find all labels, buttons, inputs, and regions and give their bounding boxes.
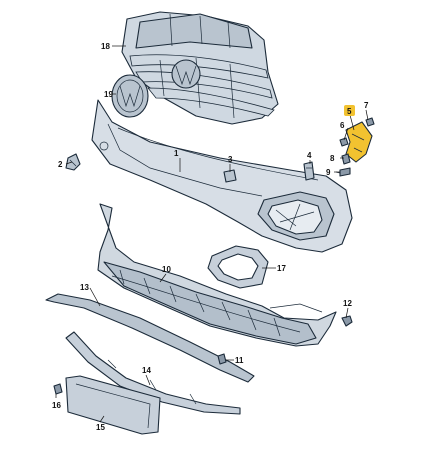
- clip-8-part: [341, 153, 351, 165]
- callout-18: 18: [101, 42, 110, 51]
- nut-6-part: [339, 137, 349, 147]
- callout-5-highlight: [344, 105, 355, 116]
- leader-6: [343, 127, 349, 141]
- fog-lamp-trim-17-part: [207, 245, 269, 289]
- screw-16-part: [53, 383, 63, 395]
- callout-5: 5: [347, 107, 352, 116]
- screw-11-part: [217, 353, 227, 365]
- vw-badge-part: [111, 74, 149, 118]
- callout-7: 7: [364, 101, 369, 110]
- clip-3-part: [223, 169, 237, 183]
- callout-16: 16: [52, 401, 61, 410]
- callout-labels: 1 2 3 4 5 6 7 8 9 10 11 12 13 14 15 16 1…: [52, 42, 369, 432]
- callout-9: 9: [326, 168, 331, 177]
- leader-14: [145, 374, 151, 386]
- bracket-5-part: [345, 121, 373, 163]
- holder-2-part: [65, 153, 81, 171]
- screw-7-part: [365, 117, 375, 127]
- callout-3: 3: [228, 155, 233, 164]
- callout-17: 17: [277, 264, 286, 273]
- callout-1: 1: [174, 149, 179, 158]
- bracket-4-part: [303, 161, 315, 181]
- plate-holder-15-part: [65, 375, 161, 435]
- callout-19: 19: [104, 90, 113, 99]
- callout-6: 6: [340, 121, 345, 130]
- leader-12: [345, 307, 349, 319]
- callout-8: 8: [330, 154, 335, 163]
- callout-4: 4: [307, 151, 312, 160]
- leader-5: [349, 114, 355, 131]
- callout-13: 13: [80, 283, 89, 292]
- screw-9-part: [335, 167, 351, 177]
- upper-grille-part: [121, 11, 279, 125]
- callout-2: 2: [58, 160, 63, 169]
- leader-7: [365, 109, 369, 121]
- callout-12: 12: [343, 299, 352, 308]
- callout-15: 15: [96, 423, 105, 432]
- lower-grille-10-part: [97, 203, 337, 347]
- screw-12-part: [341, 315, 353, 327]
- bumper-cover-part: [91, 99, 353, 253]
- leader-15: [99, 415, 105, 423]
- leader-13: [89, 287, 101, 307]
- leader-10: [159, 273, 167, 283]
- leader-lines: [55, 45, 369, 423]
- callout-11: 11: [235, 356, 244, 365]
- leader-2: [65, 161, 73, 165]
- callout-10: 10: [162, 265, 171, 274]
- callout-14: 14: [142, 366, 151, 375]
